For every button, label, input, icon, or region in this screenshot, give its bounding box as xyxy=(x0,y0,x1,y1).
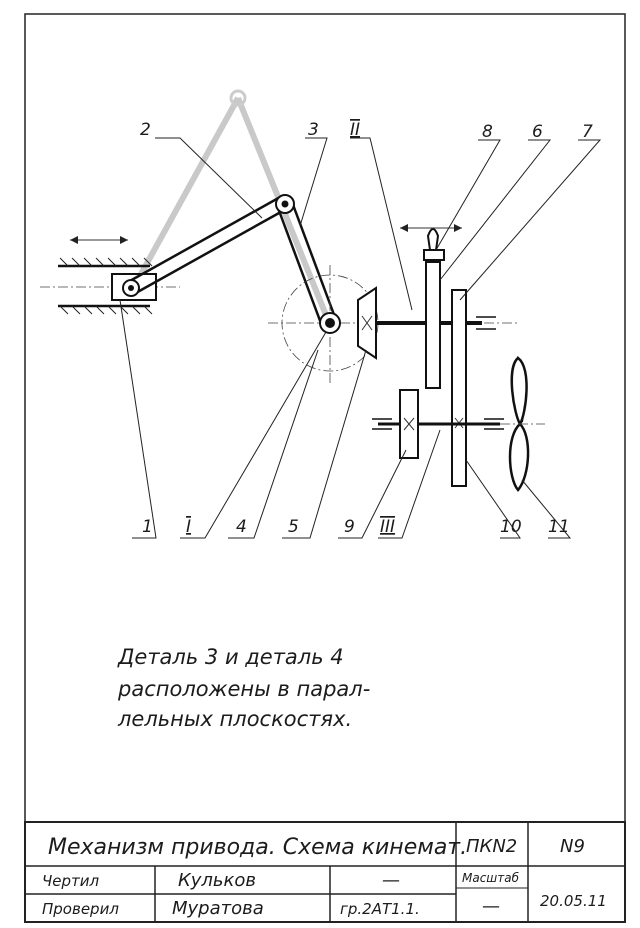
label-part-7: 7 xyxy=(582,122,593,142)
drawn-dash: — xyxy=(382,870,400,891)
slider-guide xyxy=(40,257,180,315)
callout-leaders xyxy=(119,137,602,539)
drawn-name: Кульков xyxy=(178,870,256,891)
note-line-3: лельных плоскостях. xyxy=(117,707,352,731)
gear-7 xyxy=(451,289,467,487)
group-code: гр.2АТ1.1. xyxy=(340,900,420,918)
title-block-number: N9 xyxy=(560,836,585,857)
shift-fork xyxy=(400,224,462,261)
label-shaft-I: I xyxy=(186,517,191,537)
checked-label: Проверил xyxy=(42,900,119,918)
note-line-1: Деталь 3 и деталь 4 xyxy=(117,645,344,669)
part-labels: 2 3 II 8 6 7 1 I 4 5 9 III 10 11 xyxy=(140,120,593,537)
ghost-linkage xyxy=(132,89,333,327)
label-shaft-III: III xyxy=(380,517,395,537)
drawn-label: Чертил xyxy=(42,872,100,890)
note-line-2: расположены в парал- xyxy=(117,677,370,701)
label-part-6: 6 xyxy=(532,122,543,142)
label-part-5: 5 xyxy=(288,517,299,537)
label-part-1: 1 xyxy=(142,517,153,537)
label-part-4: 4 xyxy=(236,517,247,537)
checked-name: Муратова xyxy=(172,898,264,919)
label-part-3: 3 xyxy=(308,120,319,140)
label-part-10: 10 xyxy=(500,517,522,537)
title-block-title: Механизм привода. Схема кинемат. xyxy=(48,835,467,860)
crank-link xyxy=(276,201,338,327)
connecting-rod xyxy=(127,194,289,296)
label-part-11: 11 xyxy=(548,517,570,537)
sheet-frame xyxy=(24,13,626,923)
title-block-code: ПКN2 xyxy=(466,836,517,857)
label-part-8: 8 xyxy=(482,122,493,142)
scale-value: — xyxy=(482,896,500,917)
bevel-gear xyxy=(357,286,377,360)
gear-6 xyxy=(425,261,441,389)
date: 20.05.11 xyxy=(540,892,607,910)
fan-impeller xyxy=(500,356,545,492)
slider-motion-arrow xyxy=(70,236,128,244)
label-shaft-II: II xyxy=(350,120,360,140)
label-part-2: 2 xyxy=(140,120,151,140)
label-part-9: 9 xyxy=(344,517,355,537)
drawing-note: Деталь 3 и деталь 4 расположены в парал-… xyxy=(117,645,370,731)
scale-label: Масштаб xyxy=(462,871,520,885)
title-block: Механизм привода. Схема кинемат. ПКN2 N9… xyxy=(24,821,626,923)
